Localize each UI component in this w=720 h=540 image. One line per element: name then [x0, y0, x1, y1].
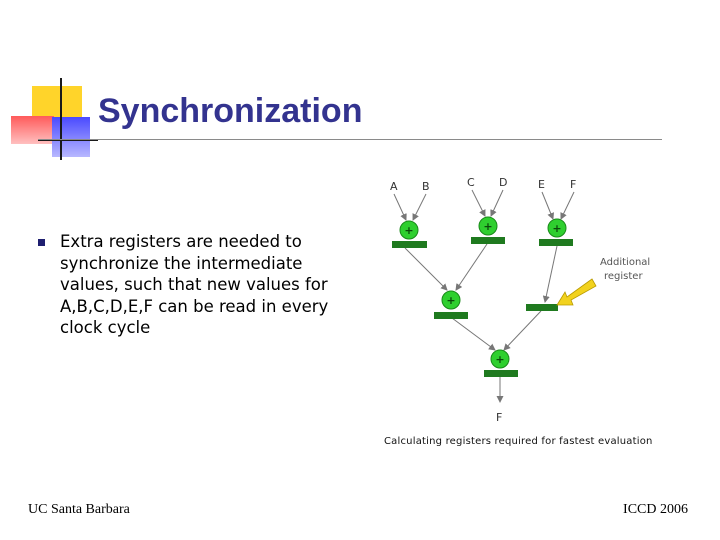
adder-node: + — [478, 216, 498, 236]
title-underline — [38, 139, 662, 140]
deco-blue-square — [52, 117, 90, 157]
deco-vertical-line — [60, 78, 62, 160]
yellow-pointer-arrow-icon — [556, 278, 597, 306]
adder-symbol: + — [404, 224, 413, 237]
input-edges — [393, 189, 575, 221]
input-label-b: B — [422, 180, 430, 193]
deco-horizontal-line — [38, 139, 98, 141]
adder-symbol: + — [495, 353, 504, 366]
adder-symbol: + — [483, 220, 492, 233]
input-label-c: C — [467, 176, 475, 189]
input-label-a: A — [390, 180, 398, 193]
internal-edges — [404, 243, 558, 403]
input-label-e: E — [538, 178, 545, 191]
adder-node: + — [441, 290, 461, 310]
register-bar — [471, 237, 505, 244]
input-label-f: F — [570, 178, 576, 191]
adder-symbol: + — [446, 294, 455, 307]
diagram-caption: Calculating registers required for faste… — [384, 436, 653, 447]
footer-left: UC Santa Barbara — [28, 502, 130, 517]
input-label-d: D — [499, 176, 507, 189]
adder-symbol: + — [552, 222, 561, 235]
adder-node: + — [399, 220, 419, 240]
annotation-line-2: register — [604, 271, 643, 282]
register-bar — [434, 312, 468, 319]
adder-node: + — [547, 218, 567, 238]
adder-node: + — [490, 349, 510, 369]
register-bar — [392, 241, 427, 248]
output-label: F — [496, 411, 502, 424]
register-bar — [539, 239, 573, 246]
additional-register-bar — [526, 304, 558, 311]
footer-right: ICCD 2006 — [623, 502, 688, 517]
adder-tree-diagram: A B C D E F + + + + — [390, 176, 650, 424]
register-bar — [484, 370, 518, 377]
annotation-line-1: Additional — [600, 257, 650, 268]
bullet-marker — [38, 239, 45, 246]
bullet-text: Extra registers are needed to synchroniz… — [60, 232, 329, 337]
slide-title: Synchronization — [98, 92, 363, 130]
